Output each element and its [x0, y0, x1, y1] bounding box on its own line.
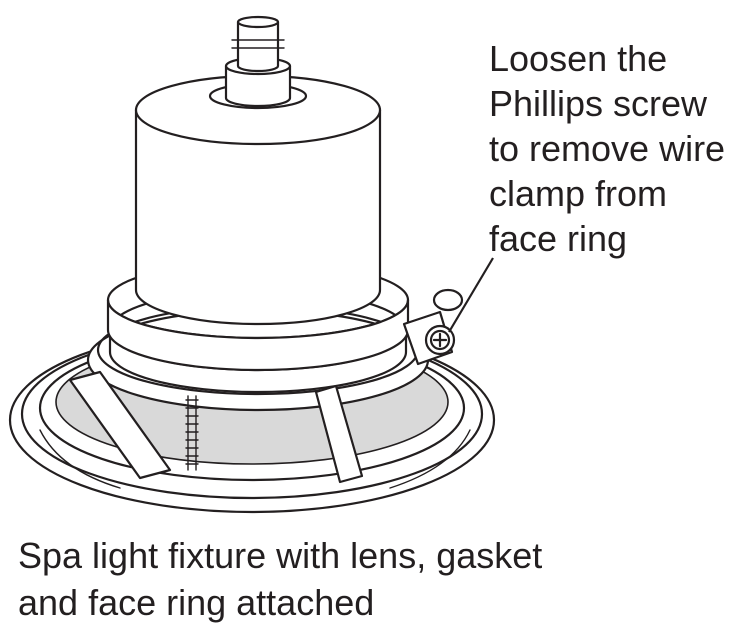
callout-line: to remove wire [489, 128, 726, 169]
figure-caption: Spa light fixture with lens, gasket and … [18, 532, 738, 626]
callout-line: clamp from [489, 173, 668, 214]
callout-line: Loosen the [489, 38, 668, 79]
lens-gasket [86, 260, 430, 412]
phillips-screw [424, 288, 464, 356]
caption-line: and face ring attached [18, 582, 375, 623]
fixture-housing [134, 15, 382, 326]
callout-line: Phillips screw [489, 83, 708, 124]
callout-line: face ring [489, 218, 628, 259]
callout-leader-line [448, 257, 494, 333]
caption-line: Spa light fixture with lens, gasket [18, 535, 543, 576]
callout-instruction: Loosen the Phillips screw to remove wire… [489, 36, 751, 261]
